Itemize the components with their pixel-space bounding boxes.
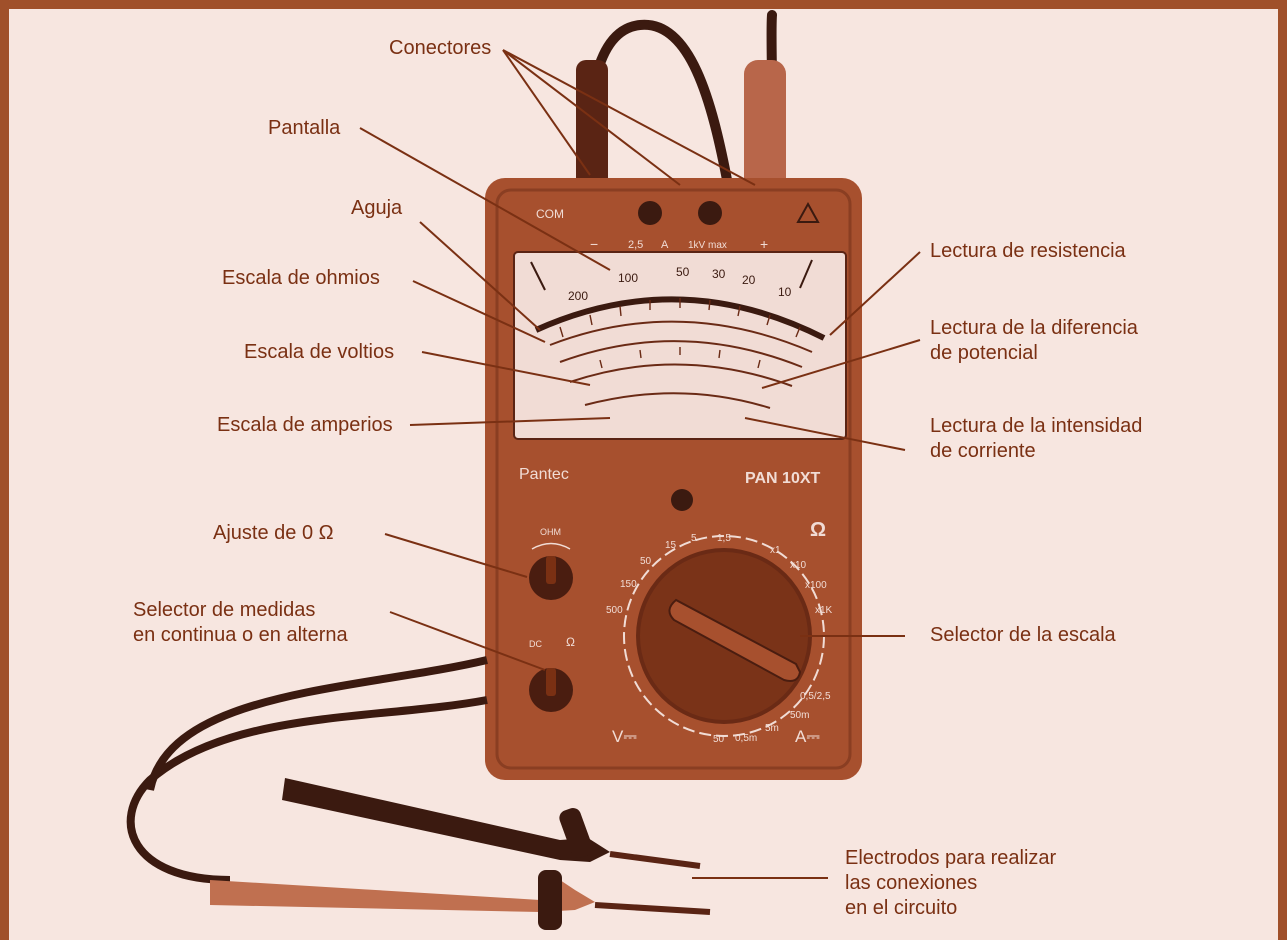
dial-label-5m: 5m xyxy=(765,723,779,734)
warning-icon xyxy=(796,201,820,223)
terminal-kv[interactable] xyxy=(698,201,722,225)
terminal-kv-label: 1kV max xyxy=(688,240,727,251)
display-window xyxy=(513,251,847,440)
label-escala-amperios: Escala de amperios xyxy=(217,414,393,436)
label-lectura-intensidad-line-1: Lectura de la intensidad xyxy=(930,415,1143,437)
dial-label-50: 50 xyxy=(640,556,652,567)
label-escala-ohmios: Escala de ohmios xyxy=(222,267,380,289)
dial-label-x100: x100 xyxy=(805,580,827,591)
volt-scale-arc xyxy=(549,320,813,353)
label-selector-medidas-line-1: Selector de medidas xyxy=(133,599,316,621)
label-selector-escala: Selector de la escala xyxy=(930,624,1116,646)
label-lectura-intensidad-line-2: de corriente xyxy=(930,440,1036,462)
label-electrodos-line-3: en el circuito xyxy=(845,897,958,919)
model-label: PAN 10XT xyxy=(745,470,821,487)
label-lectura-intensidad: Lectura de la intensidad de corriente xyxy=(930,414,1142,464)
dial-label-5: 5 xyxy=(691,533,697,544)
label-selector-medidas: Selector de medidas en continua o en alt… xyxy=(133,598,348,648)
label-lectura-resistencia: Lectura de resistencia xyxy=(930,240,1126,262)
label-ajuste-cero: Ajuste de 0 Ω xyxy=(213,522,334,544)
dc-ohm-label: Ω xyxy=(566,635,575,649)
scale-top-20: 20 xyxy=(742,273,756,287)
scale-top-10: 10 xyxy=(778,285,792,299)
ohm-knob-label: OHM xyxy=(540,527,561,537)
range-selector-pointer xyxy=(668,598,802,682)
dial-label-x1k: x1K xyxy=(815,605,833,616)
probe-red xyxy=(210,880,595,912)
label-electrodos-line-1: Electrodos para realizar xyxy=(845,847,1057,869)
label-lectura-potencial-line-2: de potencial xyxy=(930,342,1038,364)
dial-label-0-5m: 0,5m xyxy=(735,733,758,744)
com-label: COM xyxy=(536,207,564,221)
dial-label-x10: x10 xyxy=(790,560,807,571)
label-escala-voltios: Escala de voltios xyxy=(244,341,395,363)
calibration-hole xyxy=(671,489,693,511)
scale-top-200: 200 xyxy=(568,289,589,303)
label-pantalla: Pantalla xyxy=(268,117,341,139)
label-electrodos-line-2: las conexiones xyxy=(845,872,978,894)
dial-label-50m: 50m xyxy=(790,710,810,721)
terminal-a[interactable] xyxy=(638,201,662,225)
label-electrodos: Electrodos para realizar las conexiones … xyxy=(845,846,1056,921)
plus-terminal-label: + xyxy=(760,236,769,252)
probe-black xyxy=(282,778,610,862)
dial-label-0-5-2-5: 0,5/2,5 xyxy=(800,691,831,702)
scale-top-30: 30 xyxy=(712,267,726,281)
a-minus-label: A⎓ xyxy=(795,727,820,746)
scale-top-100: 100 xyxy=(618,271,639,285)
dial-label-500: 500 xyxy=(606,605,623,616)
brand-label: Pantec xyxy=(519,466,569,483)
label-lectura-potencial-line-1: Lectura de la diferencia xyxy=(930,317,1138,339)
leader-lines xyxy=(359,49,921,879)
probe-cable xyxy=(126,696,488,884)
terminal-a-label: A xyxy=(661,239,669,251)
scale-top-50: 50 xyxy=(676,265,690,279)
terminal-25-label: 2,5 xyxy=(628,239,644,251)
label-conectores: Conectores xyxy=(389,37,492,59)
dial-label-150: 150 xyxy=(620,579,637,590)
ohm-range-label: Ω xyxy=(810,519,827,541)
v-minus-label: V⎓ xyxy=(612,727,637,746)
dial-label-1-5: 1,5 xyxy=(717,533,731,544)
label-lectura-potencial: Lectura de la diferencia de potencial xyxy=(930,316,1138,366)
needle xyxy=(530,261,546,291)
dc-label: DC xyxy=(529,639,542,649)
label-selector-medidas-line-2: en continua o en alterna xyxy=(133,624,348,646)
amp-scale-arc xyxy=(584,392,771,409)
dial-label-15: 15 xyxy=(665,540,677,551)
minus-terminal-label: − xyxy=(590,236,599,252)
dial-label-x1: x1 xyxy=(770,545,781,556)
dial-label-50-bottom: 50 xyxy=(713,734,725,745)
label-aguja: Aguja xyxy=(351,197,403,219)
